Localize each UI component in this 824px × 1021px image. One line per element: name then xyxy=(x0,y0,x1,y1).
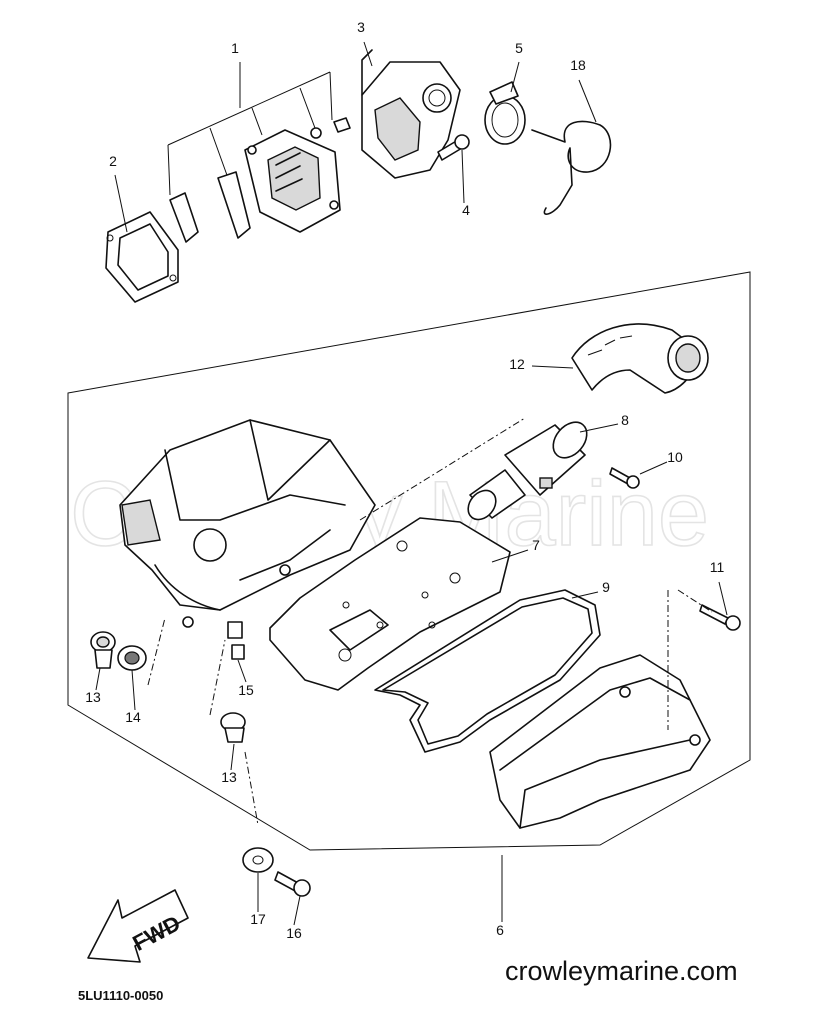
fwd-arrow: FWD xyxy=(87,889,189,963)
callout-c6: 6 xyxy=(496,922,504,938)
site-footer: crowleymarine.com xyxy=(505,956,738,986)
grommet-13-a xyxy=(90,631,116,669)
callout-c4: 4 xyxy=(462,202,470,218)
callout-c3: 3 xyxy=(357,19,365,35)
callout-c15: 15 xyxy=(238,682,254,698)
callout-c17: 17 xyxy=(250,911,266,927)
callout-c8: 8 xyxy=(621,412,629,428)
screw-10 xyxy=(609,467,640,489)
separator-plate-7 xyxy=(269,517,511,691)
callout-c18: 18 xyxy=(570,57,586,73)
callout-c5: 5 xyxy=(515,40,523,56)
callout-c16: 16 xyxy=(286,925,302,941)
part-code: 5LU1110-0050 xyxy=(78,988,163,1003)
intake-manifold-3 xyxy=(361,49,461,179)
hose-clamp-5 xyxy=(484,81,526,145)
silencer-case-lower xyxy=(489,654,711,829)
intake-tube-8 xyxy=(467,421,588,521)
elbow-hose-12 xyxy=(571,323,709,394)
callout-c10: 10 xyxy=(667,449,683,465)
callout-c9: 9 xyxy=(602,579,610,595)
callout-c2: 2 xyxy=(109,153,117,169)
grommet-13-b xyxy=(220,712,246,743)
callout-c13b: 13 xyxy=(221,769,237,785)
grommet-14 xyxy=(117,645,147,671)
callout-c1: 1 xyxy=(231,40,239,56)
callout-c13a: 13 xyxy=(85,689,101,705)
callout-c11: 11 xyxy=(710,559,725,575)
screw-11 xyxy=(699,604,741,631)
gasket-9 xyxy=(374,589,601,753)
reed-valve-assembly xyxy=(167,62,351,243)
bolt-4 xyxy=(437,134,470,161)
callout-c7: 7 xyxy=(532,537,540,553)
assembly-boundary xyxy=(67,271,751,851)
gasket-2 xyxy=(105,211,179,303)
callout-c14: 14 xyxy=(125,709,141,725)
silencer-case-upper xyxy=(119,419,376,628)
washer-17 xyxy=(242,847,274,873)
clip-15 xyxy=(227,621,245,660)
bolt-16 xyxy=(274,871,311,897)
spring-18 xyxy=(531,120,612,215)
callout-c12: 12 xyxy=(509,356,525,372)
